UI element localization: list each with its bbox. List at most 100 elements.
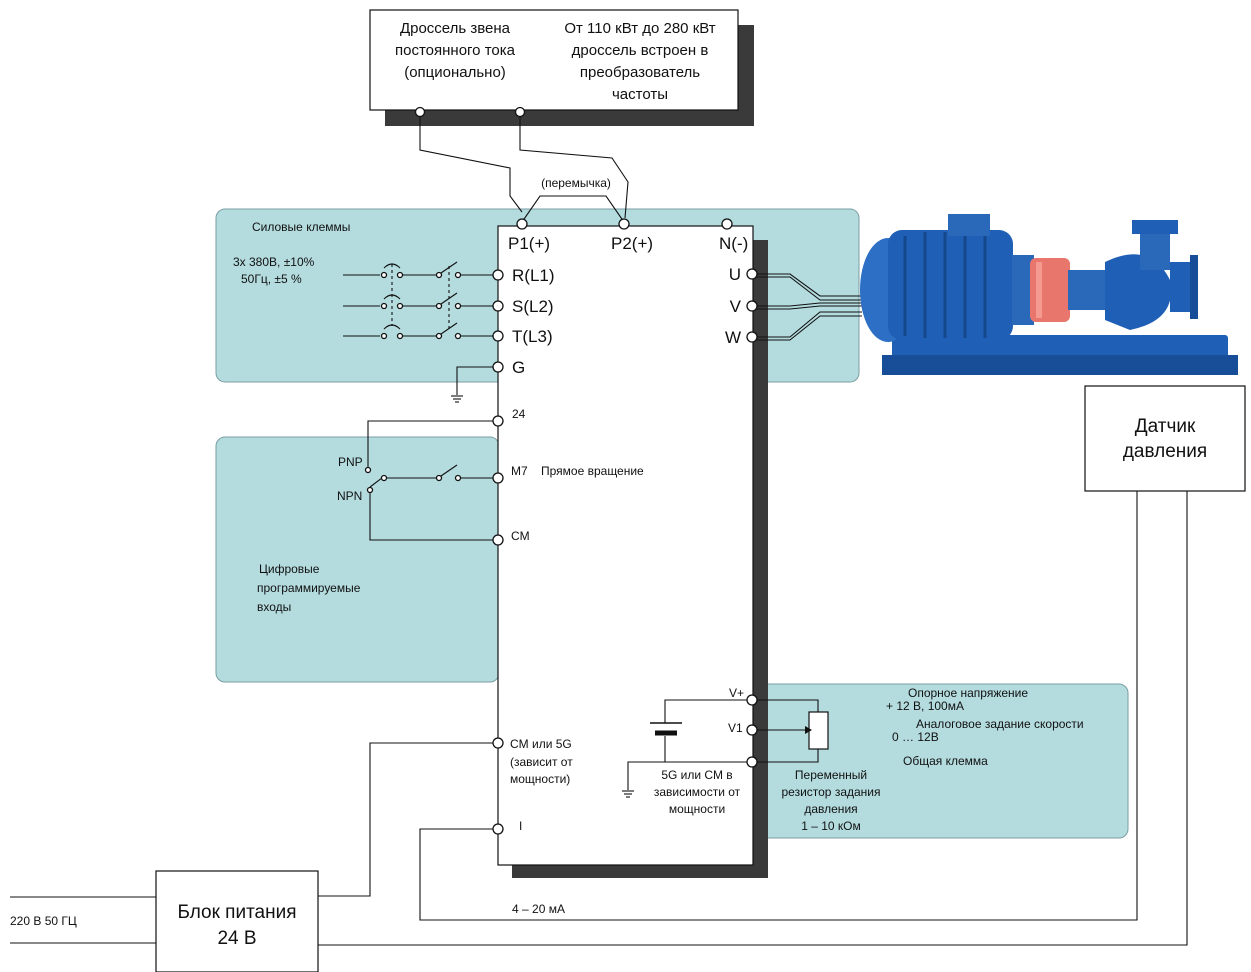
label-current-range: 4 – 20 мА (512, 902, 565, 916)
speed-line-2: 0 … 12В (892, 730, 939, 744)
wire-24 (367, 420, 493, 467)
cm5g-line-1: CM или 5G (510, 737, 572, 751)
input-breakers (343, 261, 493, 340)
wire-cm (369, 493, 493, 541)
terminal-24 (492, 415, 504, 427)
pressure-sensor-box (1084, 385, 1246, 492)
label-w: W (725, 328, 741, 347)
terminal-p2 (618, 218, 630, 230)
terminal-w (746, 331, 758, 343)
digital-title-3: входы (257, 600, 291, 614)
bottom-line-1: 5G или СМ в (661, 768, 732, 782)
choke-left-line-1: Дроссель звена (400, 20, 511, 37)
supply-line-1: 3х 380В, ±10% (233, 255, 315, 269)
ground-icon (622, 790, 634, 798)
sensor-to-psu-wire (318, 491, 1188, 946)
bottom-line-2: зависимости от (654, 785, 741, 799)
sensor-line-1: Датчик (1135, 416, 1196, 437)
terminal-v1 (746, 724, 758, 736)
choke-right-line-3: преобразователь (580, 64, 700, 81)
label-v1: V1 (728, 721, 743, 735)
resistor-line-1: Переменный (795, 768, 867, 782)
ref-voltage-line-1: Опорное напряжение (908, 686, 1028, 700)
choke-box (369, 9, 739, 111)
terminal-cm-5g (492, 737, 504, 749)
wire-psu-cm5g (318, 742, 493, 897)
label-s: S(L2) (512, 297, 554, 316)
cm5g-line-3: мощности) (510, 772, 570, 786)
ground-wire (456, 366, 493, 395)
switch-icon (435, 464, 462, 482)
common-label: Общая клемма (903, 754, 988, 768)
choke-wire-p2 (519, 117, 629, 219)
label-i: I (519, 819, 522, 833)
jumper-label: (перемычка) (541, 176, 611, 190)
ground-wire-analog (627, 761, 665, 790)
cm5g-line-2: (зависит от (510, 755, 573, 769)
inverter-body (497, 225, 754, 866)
choke-right-line-4: частоты (612, 86, 668, 103)
sensor-line-2: давления (1123, 441, 1207, 462)
label-vplus: V+ (729, 686, 744, 700)
motor-cables (757, 273, 862, 341)
choke-right-line-1: От 110 кВт до 280 кВт (564, 20, 715, 37)
terminal-i (492, 823, 504, 835)
ground-icon (451, 395, 463, 403)
selector-arm (369, 477, 383, 488)
bottom-line-3: мощности (669, 802, 725, 816)
digital-inputs-panel (215, 436, 500, 683)
choke-left-line-2: постоянного тока (395, 42, 516, 59)
pump-motor-icon (860, 214, 1238, 375)
terminal-p1 (516, 218, 528, 230)
wire-i-sensor (419, 491, 1138, 921)
selector-pivot (380, 474, 388, 482)
choke-wire-p1 (419, 117, 523, 213)
choke-right-line-2: дроссель встроен в (572, 42, 709, 59)
terminal-t (492, 330, 504, 342)
label-m7-desc: Прямое вращение (541, 464, 644, 478)
pnp-contact (364, 466, 372, 474)
psu-line-2: 24 В (217, 928, 256, 949)
label-pnp: PNP (338, 455, 363, 469)
label-v: V (730, 297, 742, 316)
mains-label: 220 В 50 ГЦ (10, 914, 77, 928)
terminal-g (492, 361, 504, 373)
ref-voltage-line-2: + 12 В, 100мА (886, 699, 964, 713)
label-g: G (512, 358, 525, 377)
resistor-line-4: 1 – 10 кОм (801, 819, 861, 833)
psu-line-1: Блок питания (177, 902, 296, 923)
digital-title-1: Цифровые (259, 562, 320, 576)
label-p1: P1(+) (508, 234, 550, 253)
battery-wire-top (664, 699, 747, 723)
terminal-s (492, 300, 504, 312)
resistor-line-2: резистор задания (781, 785, 880, 799)
terminal-cm (492, 534, 504, 546)
terminal-5g (746, 756, 758, 768)
label-24: 24 (512, 407, 526, 421)
battery-icon (650, 722, 682, 736)
label-p2: P2(+) (611, 234, 653, 253)
label-cm: CM (511, 529, 530, 543)
potentiometer-icon (757, 699, 829, 763)
power-panel-title: Силовые клеммы (252, 220, 350, 234)
label-n: N(-) (719, 234, 748, 253)
digital-title-2: программируемые (257, 581, 361, 595)
label-u: U (729, 265, 741, 284)
supply-line-2: 50Гц, ±5 % (241, 272, 302, 286)
terminal-m7 (492, 472, 504, 484)
terminal-vplus (746, 694, 758, 706)
label-t: T(L3) (512, 327, 553, 346)
terminal-r (492, 269, 504, 281)
label-npn: NPN (337, 489, 362, 503)
choke-left-line-3: (опционально) (404, 64, 506, 81)
terminal-v (746, 300, 758, 312)
jumper-wire (521, 195, 625, 223)
resistor-line-3: давления (804, 802, 857, 816)
choke-terminal-left (414, 106, 426, 118)
terminal-u (746, 268, 758, 280)
psu-box (155, 870, 319, 972)
speed-line-1: Аналоговое задание скорости (916, 717, 1084, 731)
label-m7: M7 (511, 464, 528, 478)
terminal-n (721, 218, 733, 230)
